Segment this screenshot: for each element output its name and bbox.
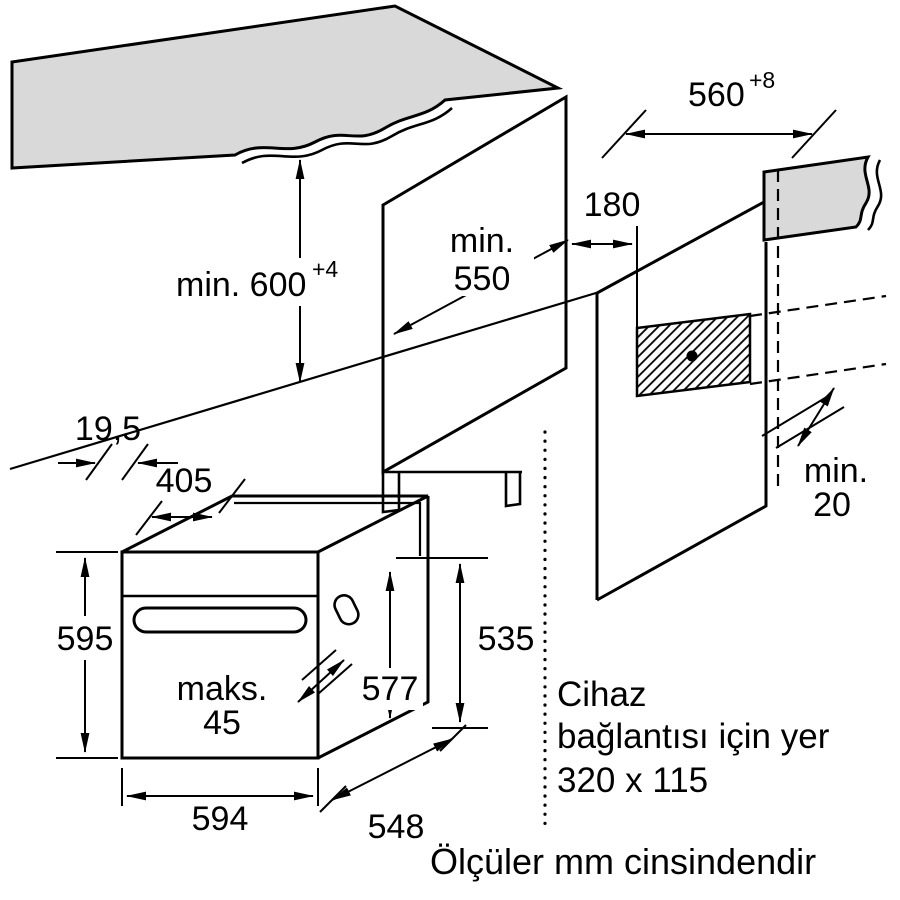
dim-label-rear-gap-min: min.: [804, 452, 868, 490]
dim-label-front-overhang: 19,5: [75, 410, 141, 448]
oven-side-vent: [333, 594, 360, 626]
wall-hidden-line-top: [749, 294, 887, 318]
dim-label-handle: 45: [203, 704, 241, 742]
dim-oven-height: 595: [52, 551, 118, 759]
dim-label-handle-max: maks.: [177, 670, 268, 708]
dim-oven-depth: 548: [319, 724, 467, 846]
connection-dot: [686, 350, 698, 362]
dim-oven-width: 594: [121, 768, 319, 838]
dim-label-oven-width: 594: [192, 800, 249, 838]
extension-tick: [601, 109, 647, 159]
dim-front-overhang: 19,5: [58, 410, 178, 481]
extension-tick: [218, 478, 246, 514]
connection-note-line2: bağlantısı için yer: [557, 717, 830, 756]
dim-niche-height: min. 600 +4: [166, 159, 358, 383]
extension-tick: [791, 109, 837, 159]
dim-top-depth: 405: [135, 462, 246, 536]
cabinet-feet: [381, 472, 522, 514]
worktop: [10, 4, 564, 170]
dim-label-oven-height: 595: [57, 620, 114, 658]
units-note: Ölçüler mm cinsindendir: [430, 841, 816, 882]
dim-rear-height: 535: [396, 557, 535, 729]
label-backplate: [434, 222, 534, 296]
dim-label-body-depth: 577: [362, 670, 419, 708]
label-backplate: [357, 668, 423, 710]
dim-niche-depth: min. 550: [393, 222, 569, 335]
right-worktop-break-line: [867, 159, 883, 231]
dim-label-oven-depth: 548: [368, 808, 425, 846]
dim-label-connection-offset: 180: [584, 186, 641, 224]
oven-right-face: [317, 496, 430, 760]
label-backplate: [166, 258, 358, 306]
dim-label-rear-height: 535: [478, 620, 535, 658]
worktop-surface: [10, 4, 564, 170]
right-worktop-surface: [762, 155, 871, 242]
extension-tick: [135, 500, 163, 536]
dimension-arrow: [797, 387, 835, 447]
connection-note-line1: Cihaz: [557, 675, 646, 714]
oven-top-face: [121, 494, 429, 554]
dim-label-niche-depth-min: min.: [450, 222, 514, 260]
dim-label-top-depth: 405: [156, 462, 213, 500]
dim-connection-offset: 180: [571, 186, 641, 328]
extension-line: [761, 394, 831, 437]
dim-label-niche-height-tol: +4: [312, 256, 338, 282]
niche-opening: [381, 94, 568, 475]
dimension-arrow: [331, 738, 453, 801]
label-backplate: [52, 616, 118, 660]
dim-handle-depth: maks. 45: [177, 649, 353, 742]
oven-handle: [132, 606, 308, 634]
connection-note-size: 320 x 115: [557, 761, 708, 800]
dim-label-niche-width: 560: [688, 76, 745, 114]
adjacent-panel: [595, 155, 883, 602]
dimension-arrow: [297, 659, 345, 703]
dim-label-niche-height: min. 600: [176, 266, 306, 304]
connection-note: Cihaz bağlantısı için yer 320 x 115: [557, 675, 830, 800]
dim-label-niche-depth: 550: [454, 260, 511, 298]
oven: [120, 494, 430, 760]
panel-outline: [595, 200, 768, 602]
dim-label-rear-gap: 20: [813, 486, 851, 524]
oven-back-rim: [234, 501, 422, 556]
connection-area: [635, 294, 887, 398]
worktop-break-line: [241, 107, 453, 165]
wall-hidden-line-bottom: [749, 362, 887, 386]
dim-label-niche-width-tol: +8: [749, 67, 775, 93]
dim-niche-width: 560 +8: [601, 67, 837, 159]
extension-tick: [121, 443, 149, 481]
dim-body-depth: 577: [357, 571, 423, 719]
dim-rear-gap: min. 20: [761, 387, 868, 524]
extension-tick: [85, 443, 113, 481]
